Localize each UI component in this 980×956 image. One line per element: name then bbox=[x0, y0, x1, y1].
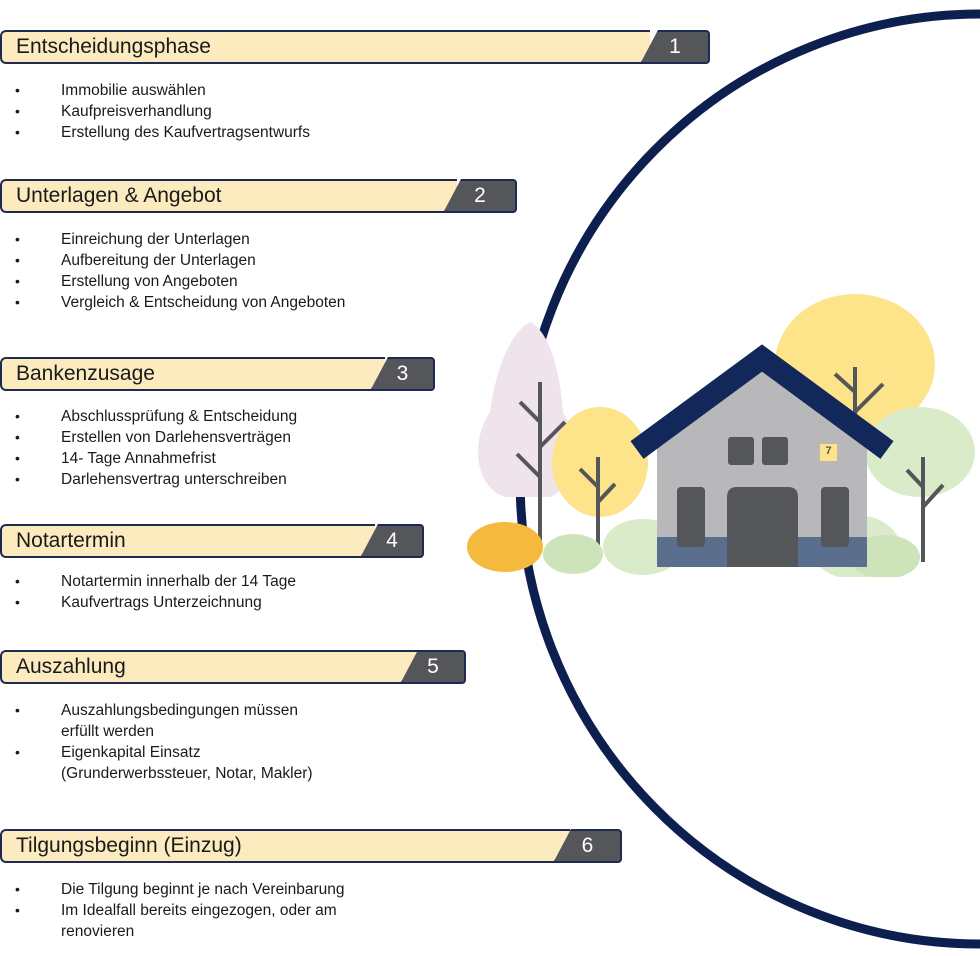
step-header-bar bbox=[0, 650, 418, 684]
house-number: 7 bbox=[825, 445, 832, 457]
step-number-badge: 1 bbox=[640, 30, 710, 64]
step-5-header: Auszahlung 5 bbox=[0, 650, 466, 684]
step-header-bar bbox=[0, 357, 385, 391]
list-item: Notartermin innerhalb der 14 Tage bbox=[0, 571, 296, 592]
step-header-bar bbox=[0, 30, 650, 64]
step-2-header: Unterlagen & Angebot 2 bbox=[0, 179, 517, 213]
step-title: Bankenzusage bbox=[16, 362, 155, 385]
step-5-list: Auszahlungsbedingungen müssen erfüllt we… bbox=[0, 700, 313, 784]
house-illustration bbox=[467, 294, 975, 577]
step-4-list: Notartermin innerhalb der 14 Tage Kaufve… bbox=[0, 571, 296, 613]
step-title: Tilgungsbeginn (Einzug) bbox=[16, 834, 242, 857]
list-item: 14- Tage Annahmefrist bbox=[0, 448, 297, 469]
list-item: Erstellung des Kaufvertragsentwurfs bbox=[0, 122, 310, 143]
step-6-header: Tilgungsbeginn (Einzug) 6 bbox=[0, 829, 622, 863]
list-item: Darlehensvertrag unterschreiben bbox=[0, 469, 297, 490]
step-title: Entscheidungsphase bbox=[16, 35, 211, 58]
step-header-bar bbox=[0, 829, 570, 863]
step-1-header: Entscheidungsphase 1 bbox=[0, 30, 710, 64]
list-item: Immobilie auswählen bbox=[0, 80, 310, 101]
step-title: Auszahlung bbox=[16, 655, 126, 678]
list-item: Kaufvertrags Unterzeichnung bbox=[0, 592, 296, 613]
step-2-list: Einreichung der Unterlagen Aufbereitung … bbox=[0, 229, 345, 313]
list-item: Vergleich & Entscheidung von Angeboten bbox=[0, 292, 345, 313]
step-header-bar bbox=[0, 524, 375, 558]
step-header-bar bbox=[0, 179, 457, 213]
step-title: Notartermin bbox=[16, 529, 126, 552]
step-4-header: Notartermin 4 bbox=[0, 524, 424, 558]
list-item: Kaufpreisverhandlung bbox=[0, 101, 310, 122]
list-item: Eigenkapital Einsatz (Grunderwerbssteuer… bbox=[0, 742, 313, 784]
step-3-header: Bankenzusage 3 bbox=[0, 357, 435, 391]
list-item: Einreichung der Unterlagen bbox=[0, 229, 345, 250]
list-item: Auszahlungsbedingungen müssen erfüllt we… bbox=[0, 700, 313, 742]
list-item: Die Tilgung beginnt je nach Vereinbarung bbox=[0, 879, 345, 900]
list-item: Aufbereitung der Unterlagen bbox=[0, 250, 345, 271]
list-item: Abschlussprüfung & Entscheidung bbox=[0, 406, 297, 427]
list-item: Im Idealfall bereits eingezogen, oder am… bbox=[0, 900, 345, 942]
step-3-list: Abschlussprüfung & Entscheidung Erstelle… bbox=[0, 406, 297, 490]
list-item: Erstellen von Darlehensverträgen bbox=[0, 427, 297, 448]
step-title: Unterlagen & Angebot bbox=[16, 184, 222, 207]
list-item: Erstellung von Angeboten bbox=[0, 271, 345, 292]
step-6-list: Die Tilgung beginnt je nach Vereinbarung… bbox=[0, 879, 345, 942]
step-1-list: Immobilie auswählen Kaufpreisverhandlung… bbox=[0, 80, 310, 143]
